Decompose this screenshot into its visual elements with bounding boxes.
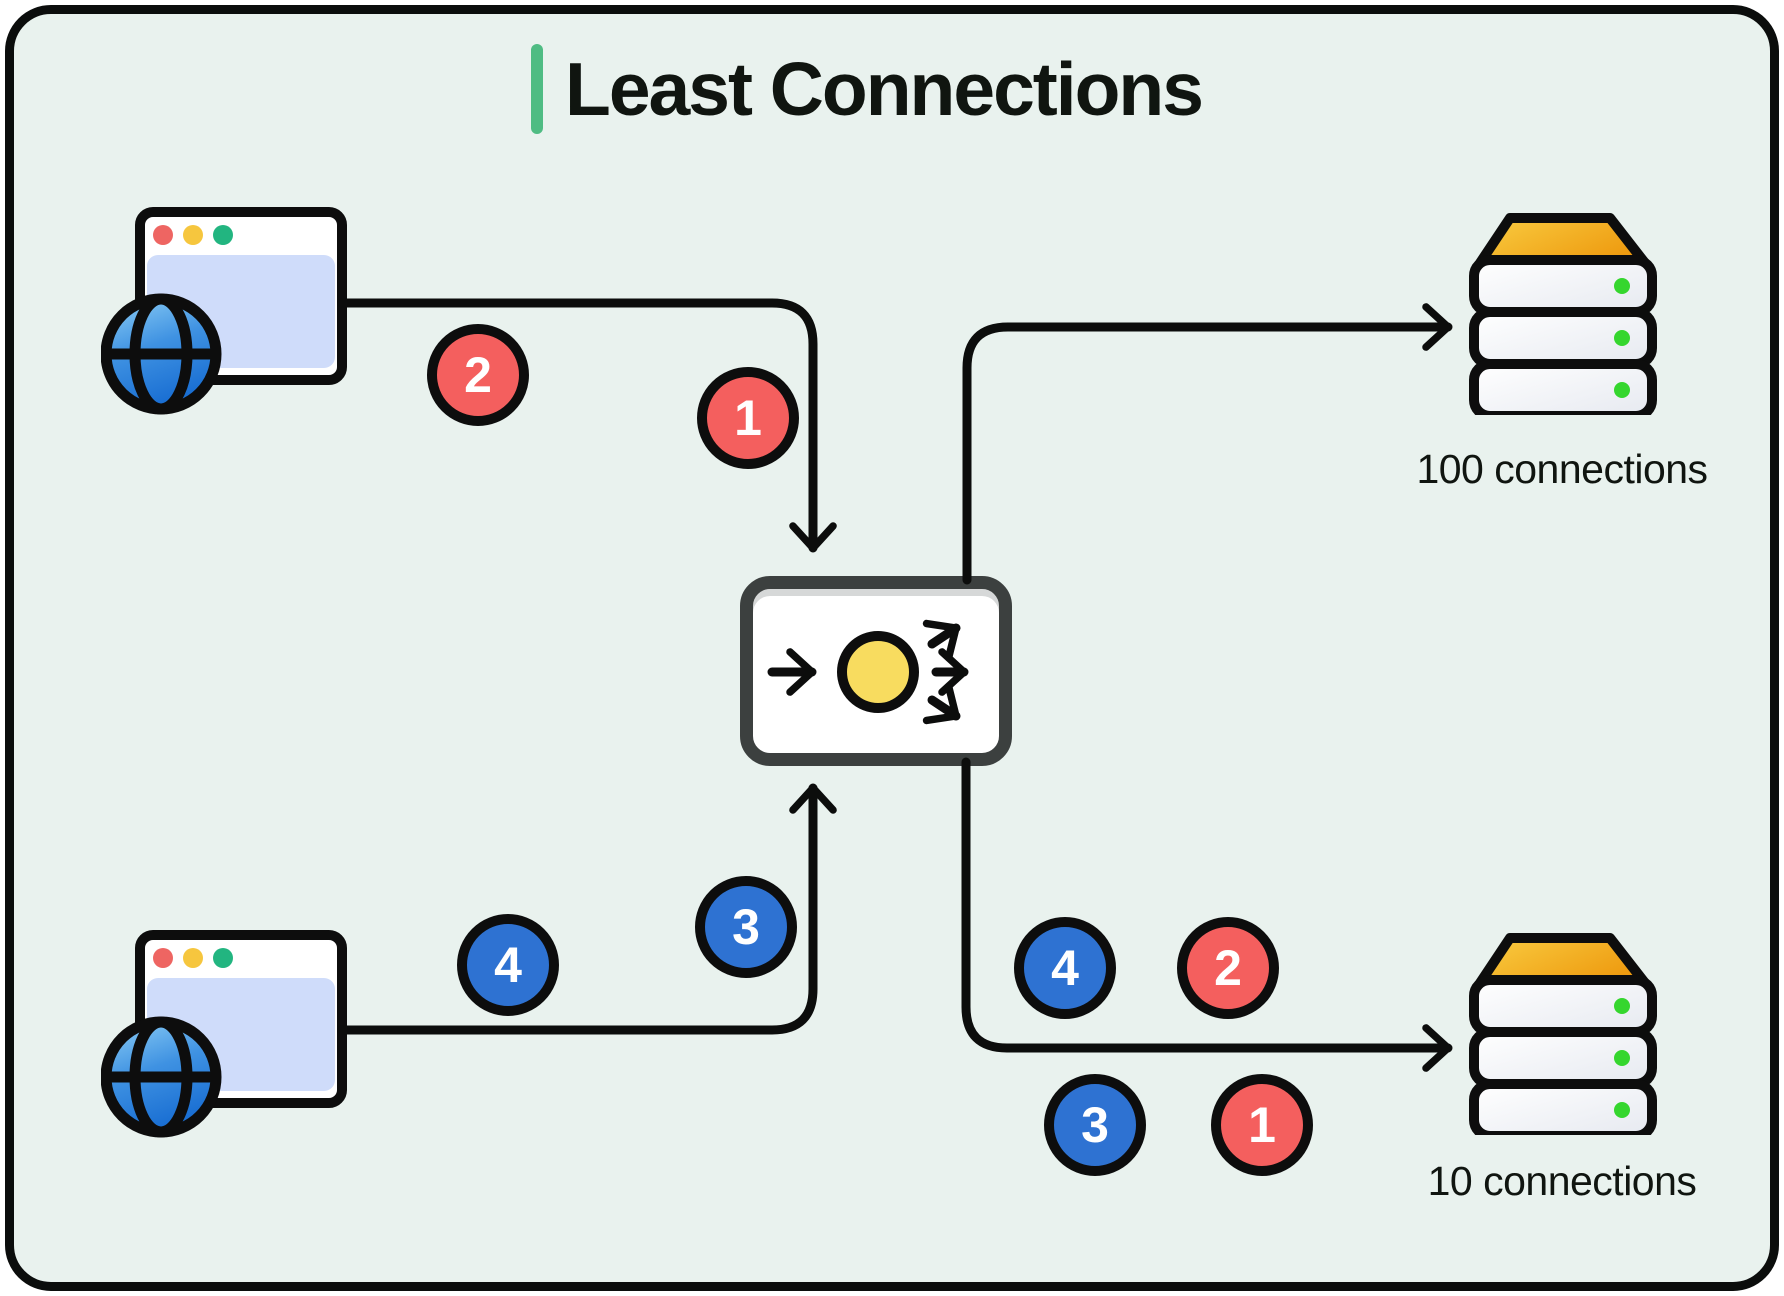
client-top-browser-globe-icon — [101, 207, 347, 415]
request-badge-3-to-server: 3 — [1044, 1074, 1146, 1176]
client-bottom-browser-globe-icon — [101, 930, 347, 1138]
status-led — [1614, 1050, 1630, 1066]
globe-icon — [101, 1016, 222, 1138]
status-led — [1614, 382, 1630, 398]
traffic-dot-yellow — [183, 225, 203, 245]
traffic-dot-green — [213, 225, 233, 245]
globe-icon — [101, 293, 222, 415]
traffic-dot-red — [153, 225, 173, 245]
server-bottom-label: 10 connections — [1427, 1158, 1697, 1204]
status-led — [1614, 1102, 1630, 1118]
request-badge-1-to-server: 1 — [1211, 1074, 1313, 1176]
title-accent-bar — [531, 44, 543, 134]
server-top-label: 100 connections — [1416, 446, 1708, 492]
request-badge-2-to-server: 2 — [1177, 917, 1279, 1019]
traffic-dot-green — [213, 948, 233, 968]
status-led — [1614, 998, 1630, 1014]
page-title: Least Connections — [531, 44, 1204, 134]
request-badge-1-top-path: 1 — [697, 367, 799, 469]
request-badge-3-bottom-path: 3 — [695, 876, 797, 978]
status-led — [1614, 330, 1630, 346]
request-badge-2-top-path: 2 — [427, 324, 529, 426]
load-balancer-box — [740, 576, 1012, 766]
request-badge-4-to-server: 4 — [1014, 917, 1116, 1019]
status-led — [1614, 278, 1630, 294]
traffic-dot-red — [153, 948, 173, 968]
traffic-dot-yellow — [183, 948, 203, 968]
server-top-stack-icon — [1469, 213, 1657, 415]
request-badge-4-bottom-path: 4 — [457, 914, 559, 1016]
server-bottom-stack-icon — [1469, 933, 1657, 1135]
page-title-text: Least Connections — [565, 47, 1204, 131]
